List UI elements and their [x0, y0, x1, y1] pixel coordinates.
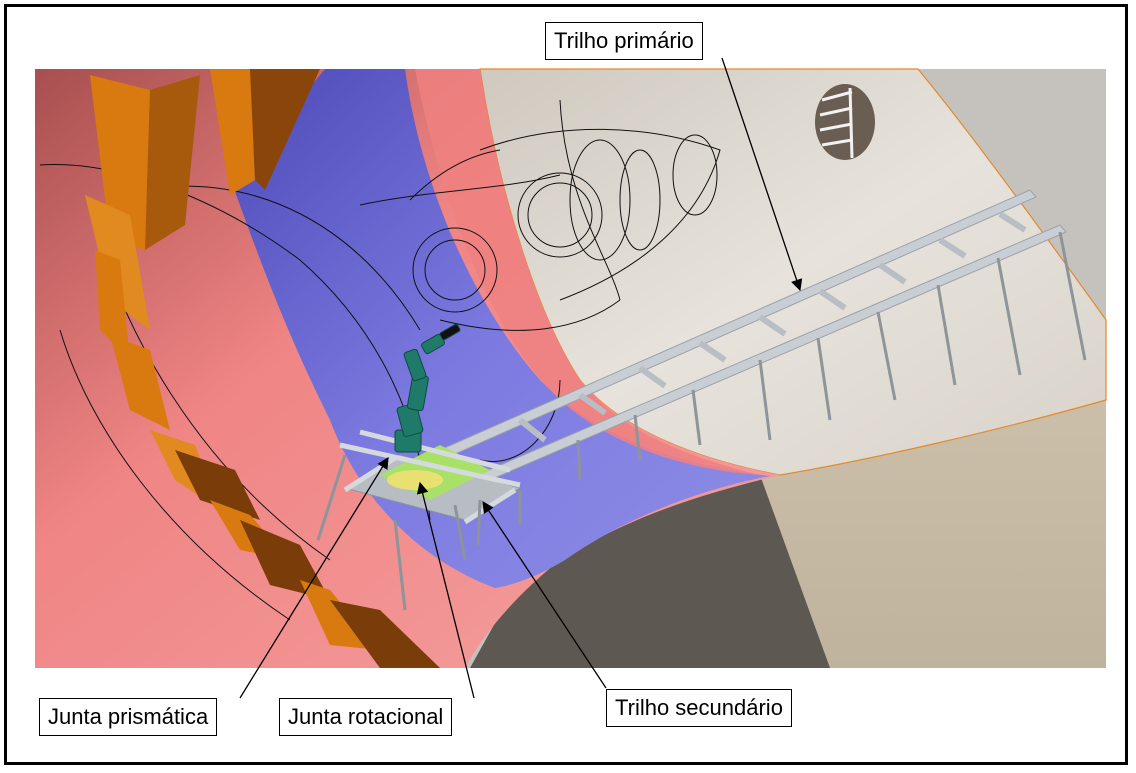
leader-prismatic-joint	[239, 457, 389, 699]
wireframe-lines	[39, 99, 721, 621]
label-primary-rail: Trilho primário	[545, 22, 703, 60]
inner-blue-zone	[230, 69, 770, 588]
shadow-block	[470, 475, 830, 668]
leader-rotational-joint	[416, 481, 475, 699]
leader-secondary-rail	[482, 501, 607, 689]
primary-rail	[439, 189, 1087, 487]
porthole	[815, 84, 875, 160]
turbine-blades	[85, 69, 440, 668]
leader-lines	[239, 57, 803, 699]
label-prismatic-joint: Junta prismática	[39, 698, 218, 736]
label-secondary-rail: Trilho secundário	[606, 689, 792, 727]
leader-primary-rail	[721, 57, 803, 292]
robot-arm	[394, 323, 461, 453]
secondary-rail-platform	[316, 429, 522, 611]
porthole-ladder	[819, 87, 854, 159]
label-rotational-joint: Junta rotacional	[279, 698, 453, 736]
